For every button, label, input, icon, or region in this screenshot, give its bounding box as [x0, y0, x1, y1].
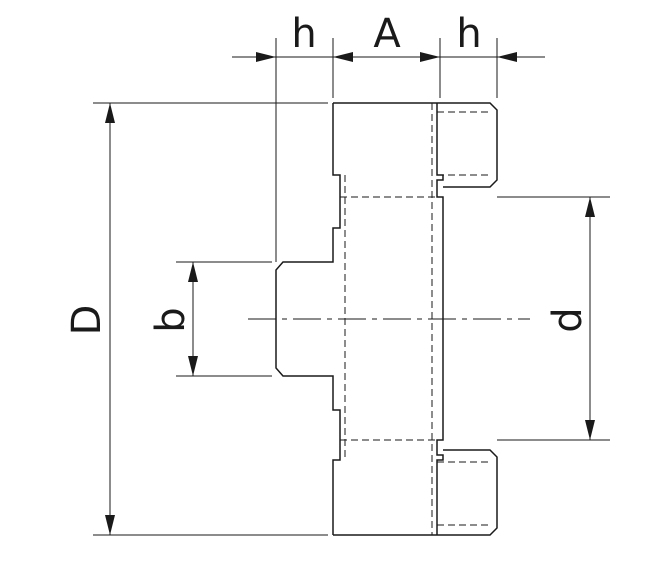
extension-lines — [93, 38, 610, 536]
dimension-D — [105, 103, 115, 535]
upper-boss — [437, 102, 498, 188]
dimension-b — [188, 262, 198, 376]
label-d-bore: d — [545, 307, 591, 332]
label-h-right: h — [456, 11, 481, 57]
dimension-h-right — [440, 52, 545, 62]
lower-boss — [437, 449, 498, 536]
label-a: A — [373, 11, 401, 57]
dimension-h-left — [232, 52, 333, 62]
label-h-left: h — [291, 11, 316, 57]
dimension-A — [333, 52, 440, 62]
label-d-outer: D — [64, 305, 110, 336]
dimension-d — [585, 197, 595, 440]
label-b: b — [148, 307, 194, 332]
